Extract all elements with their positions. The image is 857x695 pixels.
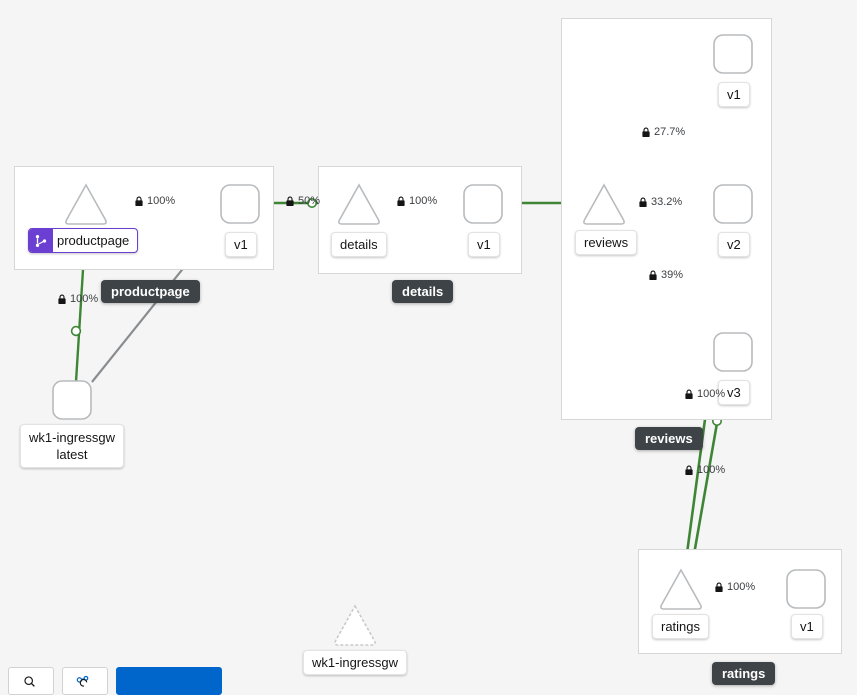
node-ratings-v1[interactable]: [786, 569, 826, 609]
node-details-service[interactable]: [338, 183, 380, 225]
edge-label-text: 100%: [727, 581, 756, 593]
node-wk1-ingressgw-service[interactable]: [334, 604, 376, 646]
node-ratings-service[interactable]: [660, 568, 702, 610]
legend-icon: [76, 675, 88, 687]
chip-label-line2: latest: [56, 447, 88, 462]
edge-label-text: 100%: [697, 388, 726, 400]
graph-toolbar[interactable]: [8, 667, 222, 695]
chip-details-service[interactable]: details: [331, 232, 387, 257]
edge-label-text: 33.2%: [651, 196, 683, 208]
group-label-text: productpage: [111, 284, 190, 299]
edge-label-reviews-to-v1[interactable]: 27.7%: [641, 127, 685, 138]
chip-ratings-service[interactable]: ratings: [652, 614, 710, 639]
chip-label: v2: [727, 237, 741, 252]
chip-label: productpage: [57, 233, 130, 248]
chip-reviews-v3[interactable]: v3: [718, 380, 750, 405]
edge-label-reviews-to-v2[interactable]: 33.2%: [638, 197, 682, 208]
lock-icon: [685, 465, 693, 475]
edge-label-reviews-to-v3[interactable]: 39%: [648, 270, 683, 281]
edge-label-text: 50%: [298, 195, 321, 207]
group-label-ratings[interactable]: ratings: [712, 662, 776, 685]
edge-label-reviews-v3-to-ratings-inner[interactable]: 100%: [684, 389, 725, 400]
node-reviews-v1[interactable]: [713, 34, 753, 74]
node-details-v1[interactable]: [463, 184, 503, 224]
lock-icon: [715, 582, 723, 592]
edge-label-ratings-to-v1[interactable]: 100%: [714, 582, 755, 593]
lock-icon: [639, 197, 647, 207]
node-wk1-ingressgw-workload[interactable]: [52, 380, 92, 420]
lock-icon: [685, 389, 693, 399]
edge-label-reviews-v2-to-ratings[interactable]: 100%: [684, 465, 725, 476]
node-productpage-v1[interactable]: [220, 184, 260, 224]
edge-label-text: 100%: [70, 293, 99, 305]
node-reviews-v2[interactable]: [713, 184, 753, 224]
chip-details-v1[interactable]: v1: [468, 232, 500, 257]
lock-icon: [397, 196, 405, 206]
edge-label-text: 100%: [147, 195, 176, 207]
group-label-productpage[interactable]: productpage: [101, 280, 200, 303]
group-label-reviews[interactable]: reviews: [635, 427, 703, 450]
edge-label-productpage-v1-to-details[interactable]: 50%: [285, 196, 320, 207]
chip-label: v1: [234, 237, 248, 252]
node-reviews-v3[interactable]: [713, 332, 753, 372]
edge-label-text: 100%: [697, 464, 726, 476]
chip-label: v3: [727, 385, 741, 400]
lock-icon: [58, 294, 66, 304]
chip-reviews-v1[interactable]: v1: [718, 82, 750, 107]
chip-label: details: [340, 237, 378, 252]
edge-label-details-to-v1[interactable]: 100%: [396, 196, 437, 207]
magnifier-icon: [23, 675, 35, 687]
chip-label: reviews: [584, 235, 629, 250]
chip-reviews-v2[interactable]: v2: [718, 232, 750, 257]
edge-label-productpage-to-v1[interactable]: 100%: [134, 196, 175, 207]
edge-label-text: 39%: [661, 269, 684, 281]
chip-wk1-ingressgw-service[interactable]: wk1-ingressgw: [303, 650, 407, 675]
chip-productpage-v1[interactable]: v1: [225, 232, 257, 257]
chip-label: v1: [727, 87, 741, 102]
group-label-details[interactable]: details: [392, 280, 454, 303]
chip-label: v1: [477, 237, 491, 252]
group-label-text: ratings: [722, 666, 766, 681]
group-label-text: reviews: [645, 431, 693, 446]
node-reviews-service[interactable]: [583, 183, 625, 225]
chip-label: wk1-ingressgw: [312, 655, 398, 670]
lock-icon: [135, 196, 143, 206]
group-label-text: details: [402, 284, 444, 299]
chip-label: ratings: [661, 619, 701, 634]
lock-icon: [649, 270, 657, 280]
edge-label-text: 100%: [409, 195, 438, 207]
chip-reviews-service[interactable]: reviews: [575, 230, 638, 255]
chip-label-line1: wk1-ingressgw: [29, 430, 115, 445]
lock-icon: [286, 196, 294, 206]
chip-wk1-ingressgw-workload[interactable]: wk1-ingressgw latest: [20, 424, 124, 468]
edge-label-text: 27.7%: [654, 126, 686, 138]
chip-label: v1: [800, 619, 814, 634]
node-productpage-service[interactable]: [65, 183, 107, 225]
workflow-icon: [29, 229, 53, 252]
edge-label-ingressgw-to-productpage[interactable]: 100%: [57, 294, 98, 305]
lock-icon: [642, 127, 650, 137]
chip-ratings-v1[interactable]: v1: [791, 614, 823, 639]
chip-productpage-service[interactable]: productpage: [28, 228, 139, 253]
